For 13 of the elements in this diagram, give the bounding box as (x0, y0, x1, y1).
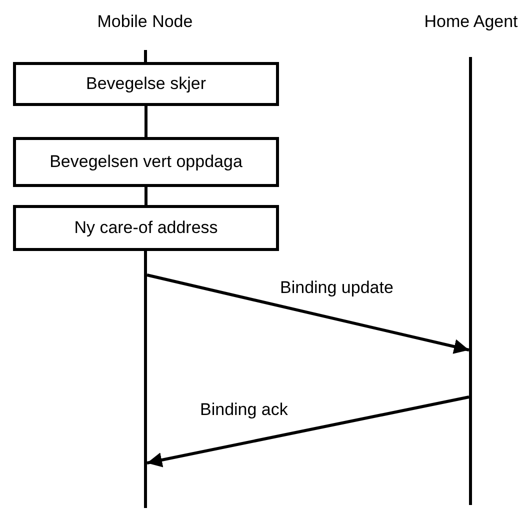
edge-label: Binding ack (200, 400, 288, 420)
edge-label: Binding update (280, 278, 394, 298)
lifeline-header: Home Agent (412, 10, 520, 34)
process-box: Ny care-of address (13, 205, 279, 251)
lifeline-header: Mobile Node (80, 10, 210, 34)
connector-line (144, 187, 148, 205)
arrow (146, 274, 470, 354)
process-box: Bevegelse skjer (13, 62, 279, 106)
arrow (146, 396, 470, 468)
lifeline (469, 57, 472, 505)
lifeline (144, 251, 147, 508)
process-box: Bevegelsen vert oppdaga (13, 137, 279, 187)
connector-line (144, 106, 148, 137)
